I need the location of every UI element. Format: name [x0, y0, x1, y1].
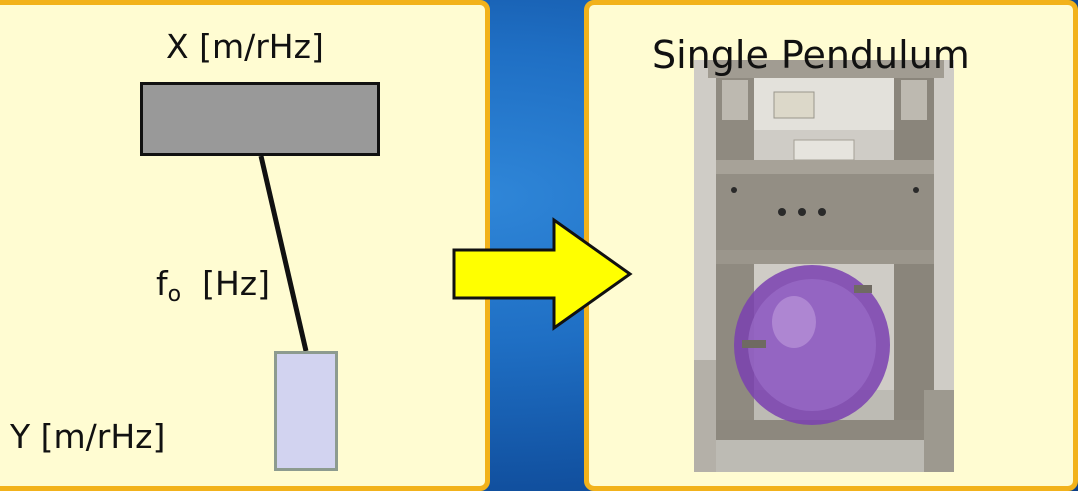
pendulum-frame-illustration [694, 60, 954, 472]
pendulum-wire [258, 155, 309, 352]
photo-title: Single Pendulum [652, 33, 970, 77]
suspension-point-mass [140, 82, 380, 156]
freq-symbol: f [156, 264, 168, 303]
single-pendulum-photo [694, 60, 954, 472]
freq-subscript: o [167, 282, 182, 307]
pendulum-diagram-panel [0, 0, 490, 491]
y-displacement-label: Y [m/rHz] [10, 417, 166, 456]
resonant-frequency-label: fo [Hz] [156, 267, 270, 306]
right-arrow-icon [452, 217, 633, 331]
freq-unit: [Hz] [202, 264, 270, 303]
pendulum-bob [274, 351, 338, 471]
x-displacement-label: X [m/rHz] [166, 27, 324, 66]
